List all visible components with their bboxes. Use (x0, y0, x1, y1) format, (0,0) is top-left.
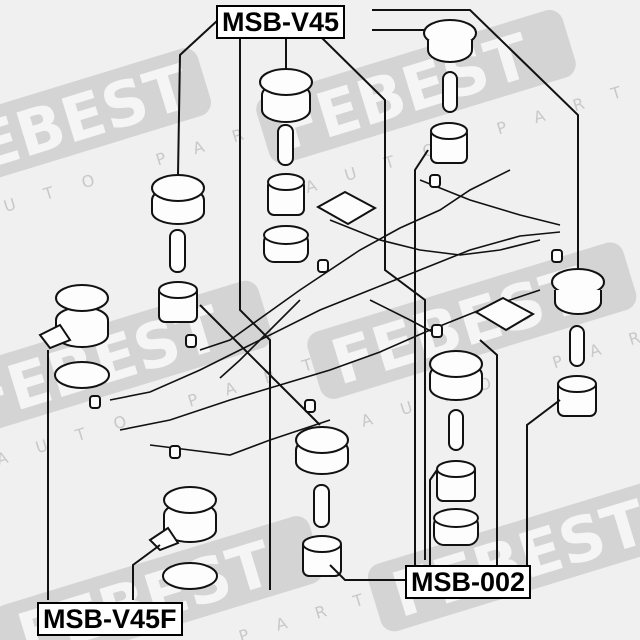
part-label-msb-002: MSB-002 (405, 565, 532, 599)
spacer-plates (315, 190, 536, 332)
leader-lines (47, 9, 579, 600)
vehicle-frame (109, 169, 561, 456)
mount-stack-left-upper (151, 174, 205, 323)
mount-stack-right-lower (429, 350, 483, 546)
mount-stack-top-right (423, 19, 477, 164)
mount-stack-right-middle (551, 268, 605, 417)
mount-stack-left-front (38, 284, 110, 389)
watermark-6: FEBEST (367, 474, 640, 632)
mount-stack-top-center (259, 68, 313, 263)
part-label-msb-v45f: MSB-V45F (37, 602, 183, 636)
mount-stack-center-lower (295, 426, 349, 577)
svg-text:FEBEST: FEBEST (384, 486, 640, 632)
frame-studs (89, 174, 563, 459)
part-label-msb-v45: MSB-V45 (216, 5, 346, 39)
mount-stack-front-lower (148, 486, 218, 590)
